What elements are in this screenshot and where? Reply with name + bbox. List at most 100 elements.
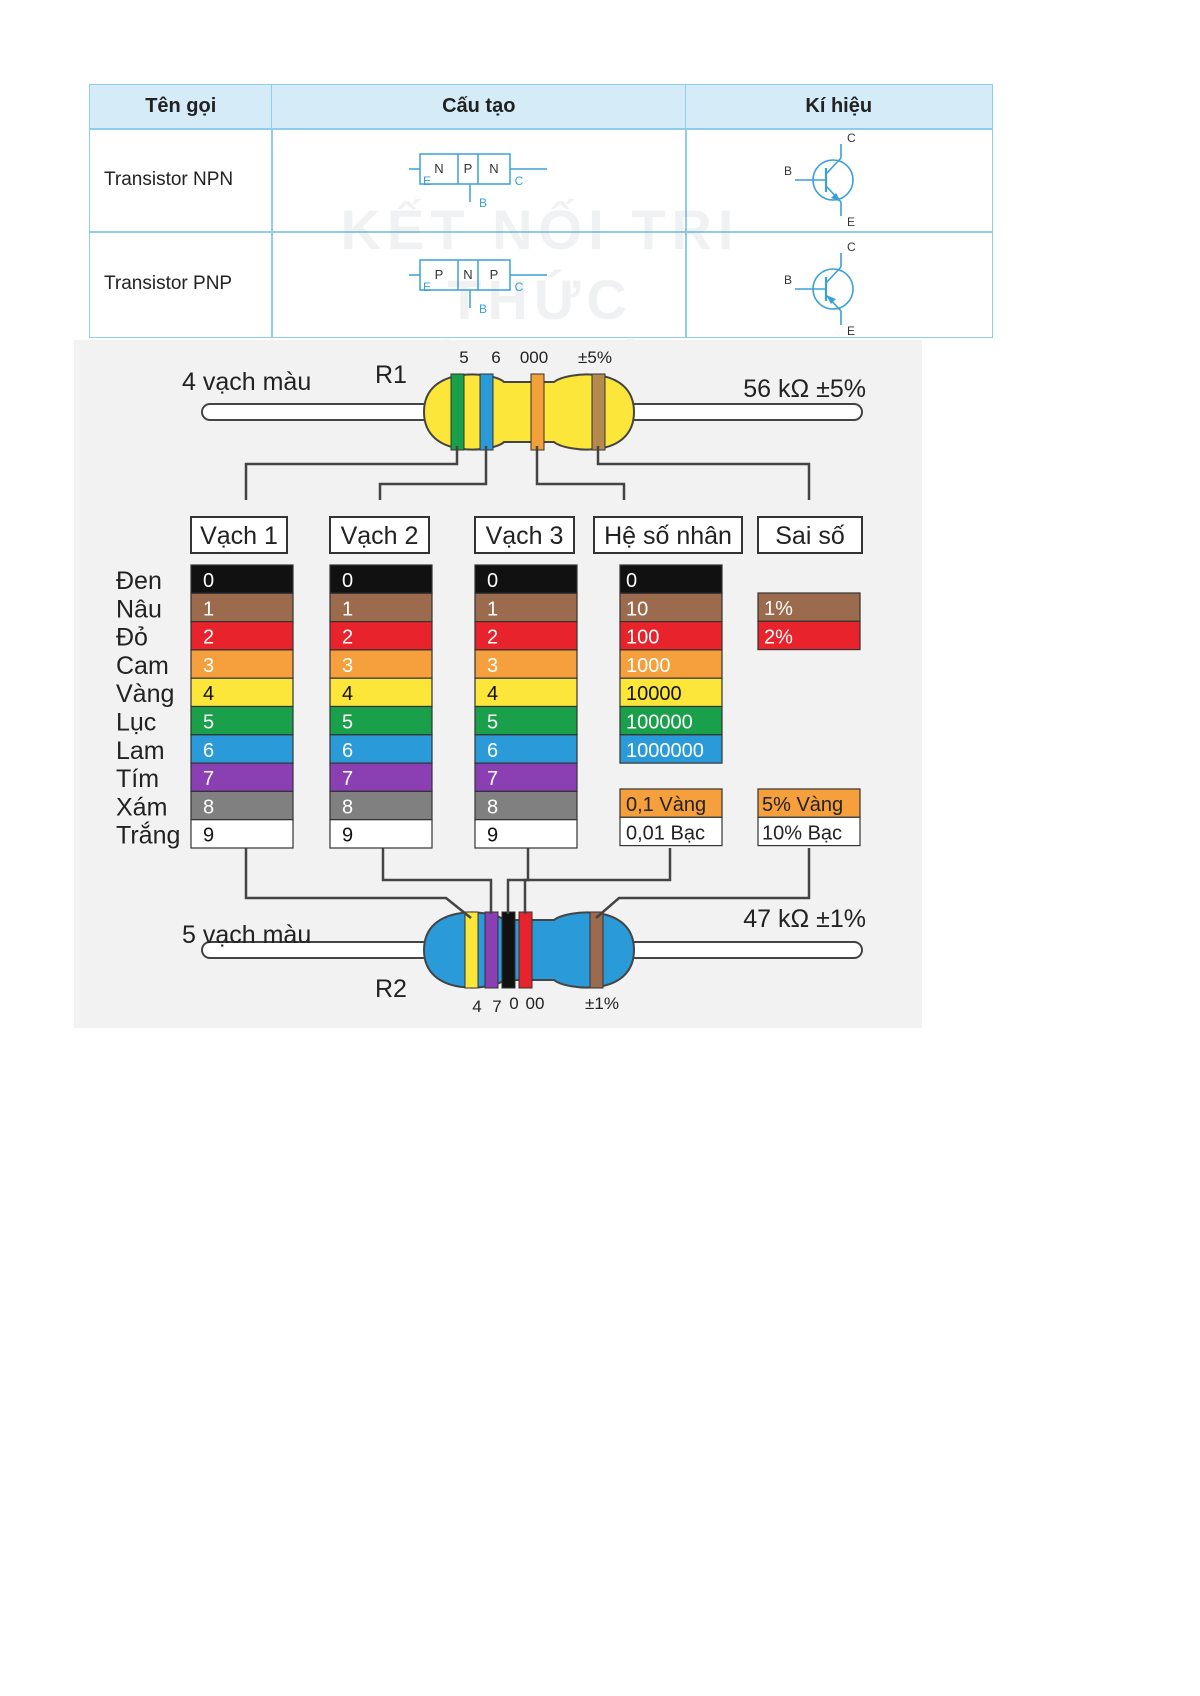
multiplier-extra-2: 0,01 Bạc <box>626 822 705 844</box>
r2-band-3 <box>501 911 516 989</box>
band1-digit-4: 4 <box>203 683 214 705</box>
band3-digit-7: 7 <box>487 768 498 790</box>
band3-digit-0: 0 <box>487 570 498 592</box>
band3-digit-1: 1 <box>487 598 498 620</box>
band2-swatch-2 <box>329 621 433 651</box>
connector-band2-to-column2 <box>378 446 488 500</box>
band1-swatch-7 <box>190 762 294 793</box>
r1-band-label-2: 6 <box>491 348 500 367</box>
header-structure: Cấu tạo <box>271 84 687 130</box>
band1-swatch-5 <box>190 705 294 736</box>
color-name-1: Đen <box>116 567 162 595</box>
r2-band-label-3: 0 <box>509 994 518 1013</box>
tolerance-value-2: 2% <box>764 626 793 648</box>
r2-name: R2 <box>375 975 407 1003</box>
transistor-symbol-2: CBE <box>784 240 856 336</box>
column-header-3: Vạch 3 <box>486 522 564 550</box>
band2-swatch-6 <box>329 734 433 764</box>
multiplier-swatch-1 <box>619 592 723 623</box>
color-name-8: Tím <box>116 765 159 793</box>
emitter-arrow <box>826 295 836 304</box>
column-header-box-4 <box>593 516 743 554</box>
band1-digit-1: 1 <box>203 598 214 620</box>
band3-digit-2: 2 <box>487 627 498 649</box>
band2-swatch-9 <box>329 819 433 849</box>
multiplier-swatch-5 <box>619 705 723 736</box>
multiplier-swatch-2 <box>619 621 723 651</box>
band1-digit-3: 3 <box>203 655 214 677</box>
r1-band-1 <box>450 373 465 451</box>
symbol-collector <box>825 266 842 284</box>
r1-band-4 <box>591 373 606 451</box>
header-symbol: Kí hiệu <box>685 84 993 130</box>
row-symbol-cell-2 <box>685 231 993 338</box>
layer-label-2: P <box>464 161 473 176</box>
column-header-box-3 <box>474 516 575 554</box>
band3-swatch-3 <box>474 649 578 679</box>
r2-band-4 <box>518 911 533 989</box>
band2-digit-6: 6 <box>342 740 353 762</box>
band3-swatch-9 <box>474 819 578 849</box>
layer-label-3: P <box>490 267 499 282</box>
layer-label-2: N <box>463 267 472 282</box>
tolerance-extra-swatch-2 <box>757 816 861 847</box>
connector-column4-to-r2 <box>523 848 672 914</box>
transistor-symbol-1: CBE <box>784 131 856 229</box>
tolerance-swatch-2 <box>757 620 861 651</box>
band2-swatch-3 <box>329 649 433 679</box>
band3-swatch-0 <box>474 564 578 594</box>
semiconductor-block <box>419 259 511 291</box>
band1-swatch-1 <box>190 592 294 623</box>
collector-label: C <box>515 174 524 188</box>
connector-column2-to-r2 <box>381 848 493 914</box>
band2-digit-7: 7 <box>342 768 353 790</box>
band2-swatch-5 <box>329 705 433 736</box>
band1-swatch-9 <box>190 819 294 849</box>
band1-digit-2: 2 <box>203 627 214 649</box>
column-header-4: Hệ số nhân <box>604 522 732 550</box>
band1-digit-5: 5 <box>203 712 214 734</box>
collector-label: C <box>515 280 524 294</box>
r1-name: R1 <box>375 361 407 389</box>
row-name-1: Transistor NPN <box>89 128 273 233</box>
band2-digit-2: 2 <box>342 627 353 649</box>
band3-swatch-4 <box>474 677 578 708</box>
band1-digit-0: 0 <box>203 570 214 592</box>
r1-title: 4 vạch màu <box>182 368 311 396</box>
connector-column3-to-r2 <box>506 848 530 914</box>
r1-band-label-3: 000 <box>520 348 548 367</box>
band3-digit-9: 9 <box>487 825 498 847</box>
r2-band-2 <box>484 911 499 989</box>
r2-value: 47 kΩ ±1% <box>743 905 866 933</box>
connector-band4-to-column5 <box>596 446 811 500</box>
layer-label-1: N <box>434 161 443 176</box>
connector-column5-to-r2 <box>595 848 811 919</box>
r1-band-label-4: ±5% <box>578 348 612 367</box>
layer-label-1: P <box>435 267 444 282</box>
column-header-box-5 <box>757 516 863 554</box>
multiplier-extra-1: 0,1 Vàng <box>626 794 706 816</box>
column-header-5: Sai số <box>775 522 845 550</box>
symbol-base-label: B <box>784 164 792 178</box>
band2-swatch-8 <box>329 790 433 821</box>
multiplier-swatch-4 <box>619 677 723 708</box>
r2-band-label-2: 7 <box>492 997 501 1016</box>
tolerance-swatch-1 <box>757 592 861 622</box>
multiplier-value-3: 1000 <box>626 655 671 677</box>
column-header-box-1 <box>190 516 288 554</box>
color-name-3: Đỏ <box>116 624 148 652</box>
band1-digit-9: 9 <box>203 825 214 847</box>
symbol-collector-label: C <box>847 131 856 145</box>
r1-value: 56 kΩ ±5% <box>743 375 866 403</box>
multiplier-value-4: 10000 <box>626 683 682 705</box>
band2-digit-9: 9 <box>342 825 353 847</box>
semiconductor-block <box>419 153 511 185</box>
multiplier-value-1: 10 <box>626 598 648 620</box>
band3-digit-8: 8 <box>487 796 498 818</box>
color-name-5: Vàng <box>116 680 174 708</box>
multiplier-value-6: 1000000 <box>626 740 704 762</box>
multiplier-value-5: 100000 <box>626 712 693 734</box>
band2-digit-5: 5 <box>342 712 353 734</box>
r2-band-label-1: 4 <box>472 997 481 1016</box>
